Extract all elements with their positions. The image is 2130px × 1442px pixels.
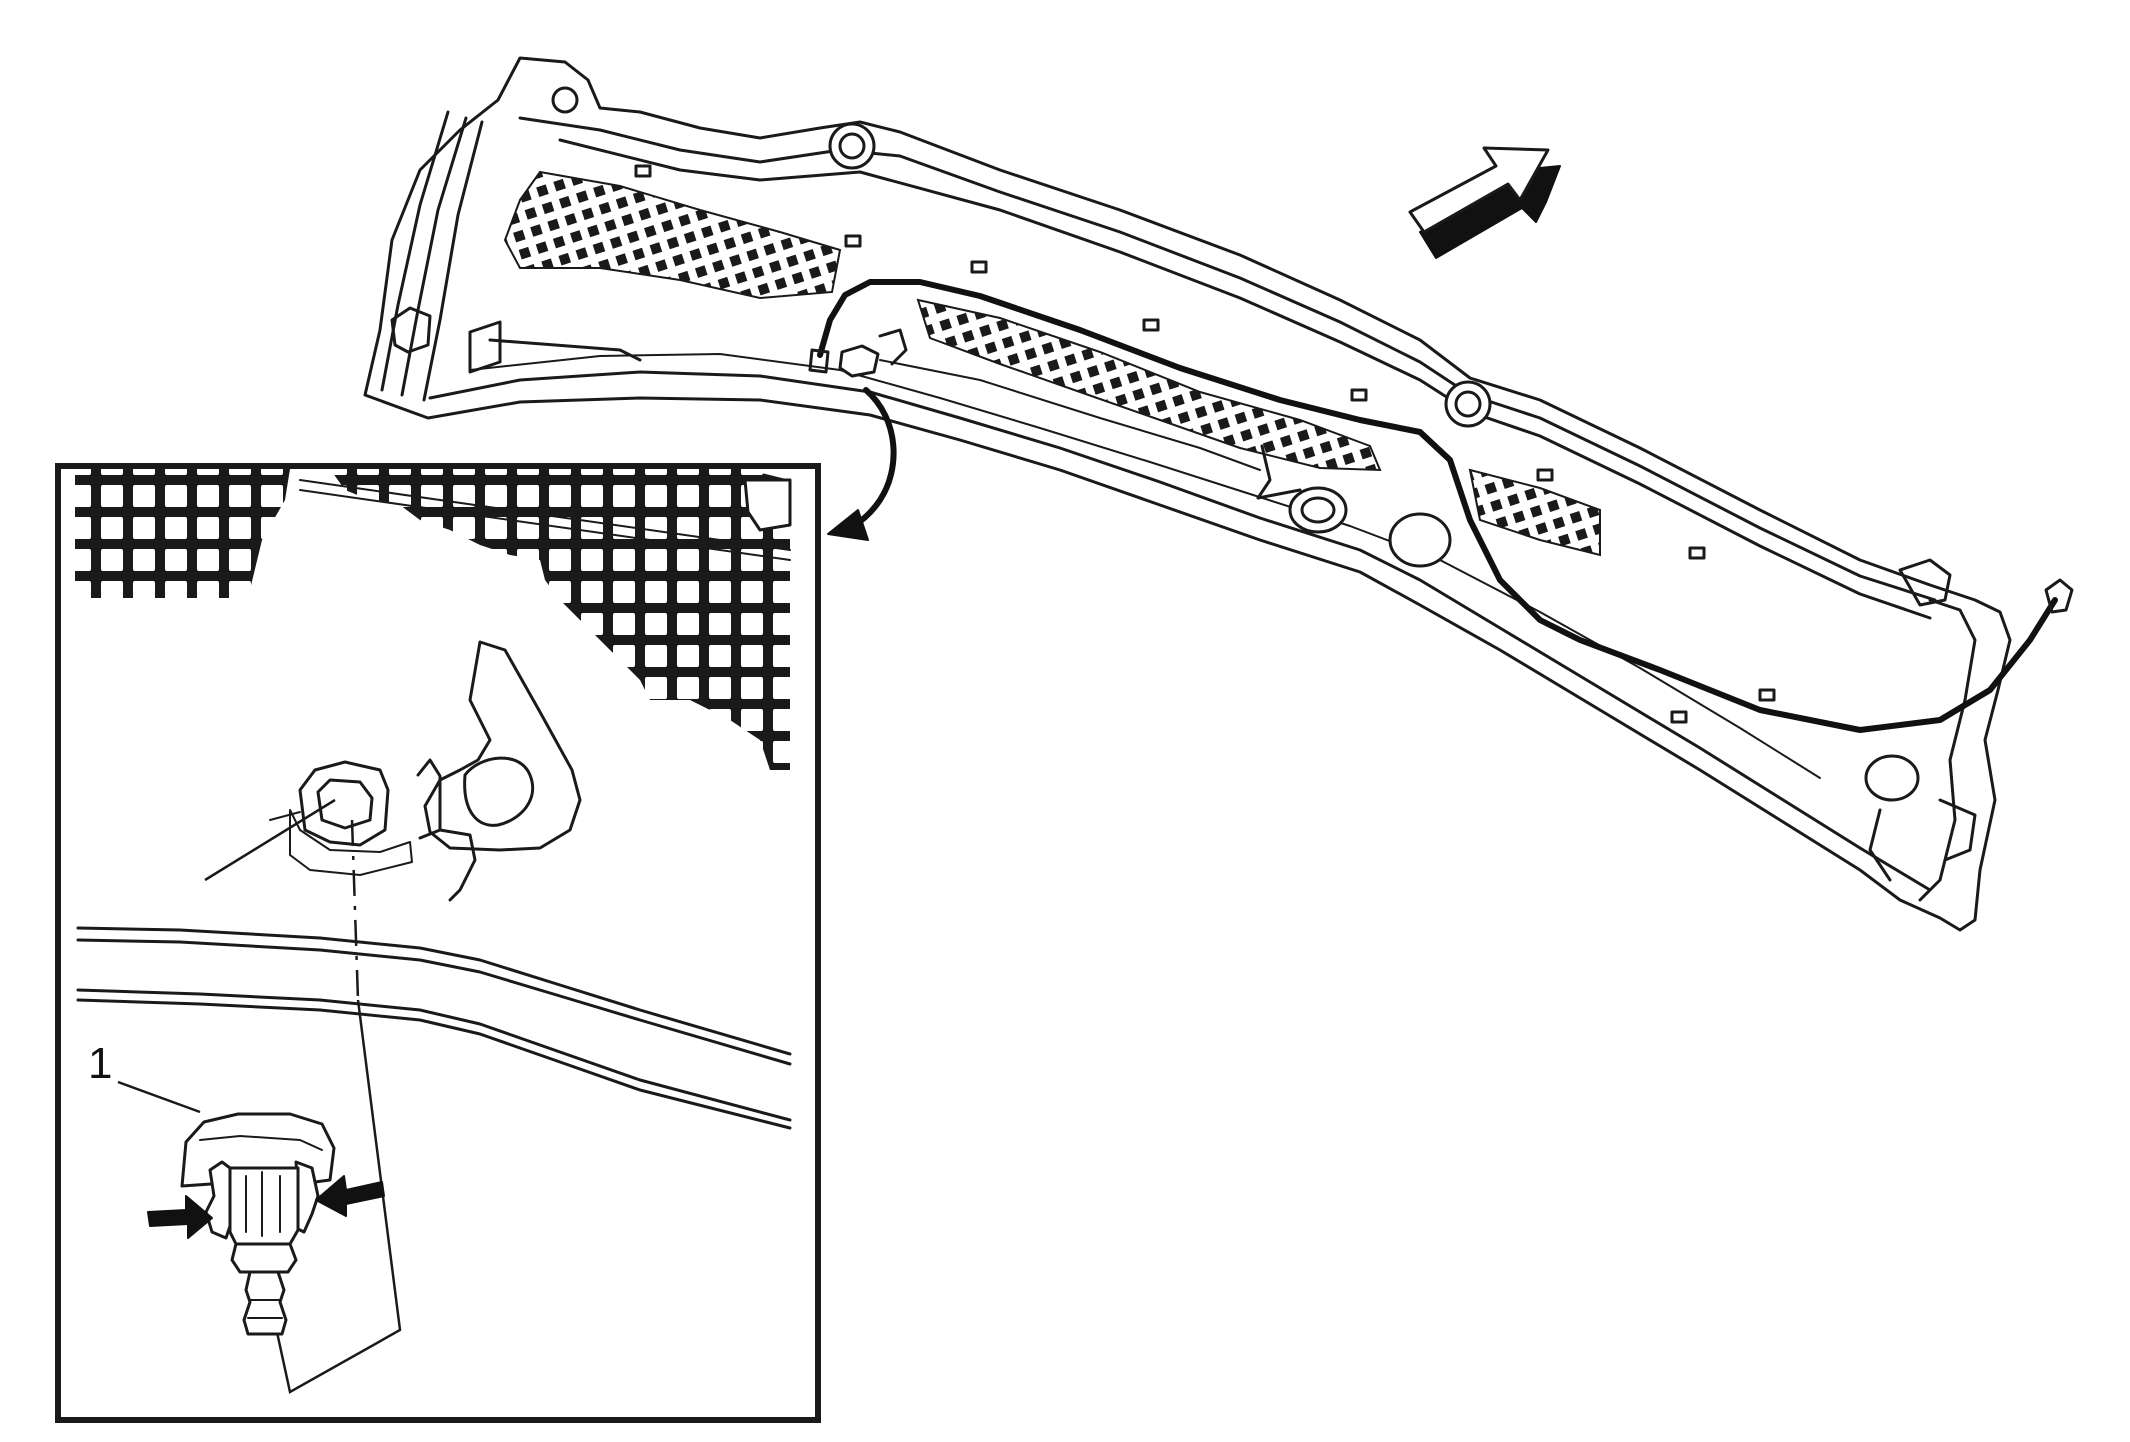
right-end-bracket bbox=[1918, 598, 1977, 902]
inset-centerline bbox=[350, 819, 360, 1001]
arrow-body bbox=[1408, 146, 1550, 234]
grommet-right bbox=[1444, 380, 1492, 428]
washer-hose-end-fitting bbox=[2044, 578, 2074, 614]
inset-cowl-edge-1 bbox=[76, 926, 792, 1056]
view-direction-arrow bbox=[1408, 146, 1561, 259]
nozzle-hose-barb bbox=[242, 1270, 288, 1336]
detail-pointer-arrow bbox=[827, 387, 897, 541]
grille-middle bbox=[916, 298, 1382, 472]
inset-cowl-edge-2 bbox=[76, 938, 792, 1066]
inset-pivot-bracket bbox=[423, 640, 582, 852]
right-top-bracket bbox=[1898, 558, 1952, 607]
inset-projection-box bbox=[268, 999, 402, 1394]
nozzle-left-clip bbox=[204, 1160, 234, 1240]
left-end-bracket bbox=[390, 306, 432, 354]
washer-hose-left-end bbox=[808, 348, 830, 374]
washer-hose bbox=[817, 279, 2058, 733]
inset-cowl-edge-4 bbox=[76, 998, 792, 1130]
nozzle-body bbox=[228, 1166, 300, 1246]
inset-corner-bracket bbox=[743, 478, 792, 532]
cowl-panel bbox=[363, 56, 2074, 932]
grommet-top-left bbox=[551, 86, 579, 114]
clip-tabs bbox=[634, 164, 1776, 724]
inset-nozzle-boss bbox=[269, 760, 413, 876]
squeeze-arrow-right bbox=[315, 1175, 385, 1217]
trough-inner-2 bbox=[879, 359, 1261, 471]
trough-front-edge bbox=[428, 370, 1932, 892]
inset-grille-left bbox=[75, 469, 290, 598]
callout-1-label: 1 bbox=[88, 1039, 112, 1088]
nozzle-location bbox=[838, 328, 908, 378]
wiper-pivot-center bbox=[1256, 444, 1348, 534]
wiper-pivot-left bbox=[468, 320, 642, 374]
top-lip-inner bbox=[558, 138, 1932, 620]
squeeze-arrow-left bbox=[147, 1195, 213, 1239]
washer-nozzle bbox=[180, 1112, 336, 1336]
inset-leader-left bbox=[204, 798, 336, 882]
grille-left bbox=[503, 170, 842, 300]
right-end-cavity bbox=[1864, 754, 1920, 882]
top-lip bbox=[518, 116, 1937, 602]
wiper-pivot-right-cavity bbox=[1388, 512, 1452, 568]
grommet-left bbox=[828, 122, 876, 170]
grille-right bbox=[1468, 468, 1601, 557]
detail-inset: 1 bbox=[55, 463, 821, 1423]
inset-cowl-edge-3 bbox=[76, 988, 792, 1122]
callout-1-leader bbox=[117, 1080, 201, 1114]
